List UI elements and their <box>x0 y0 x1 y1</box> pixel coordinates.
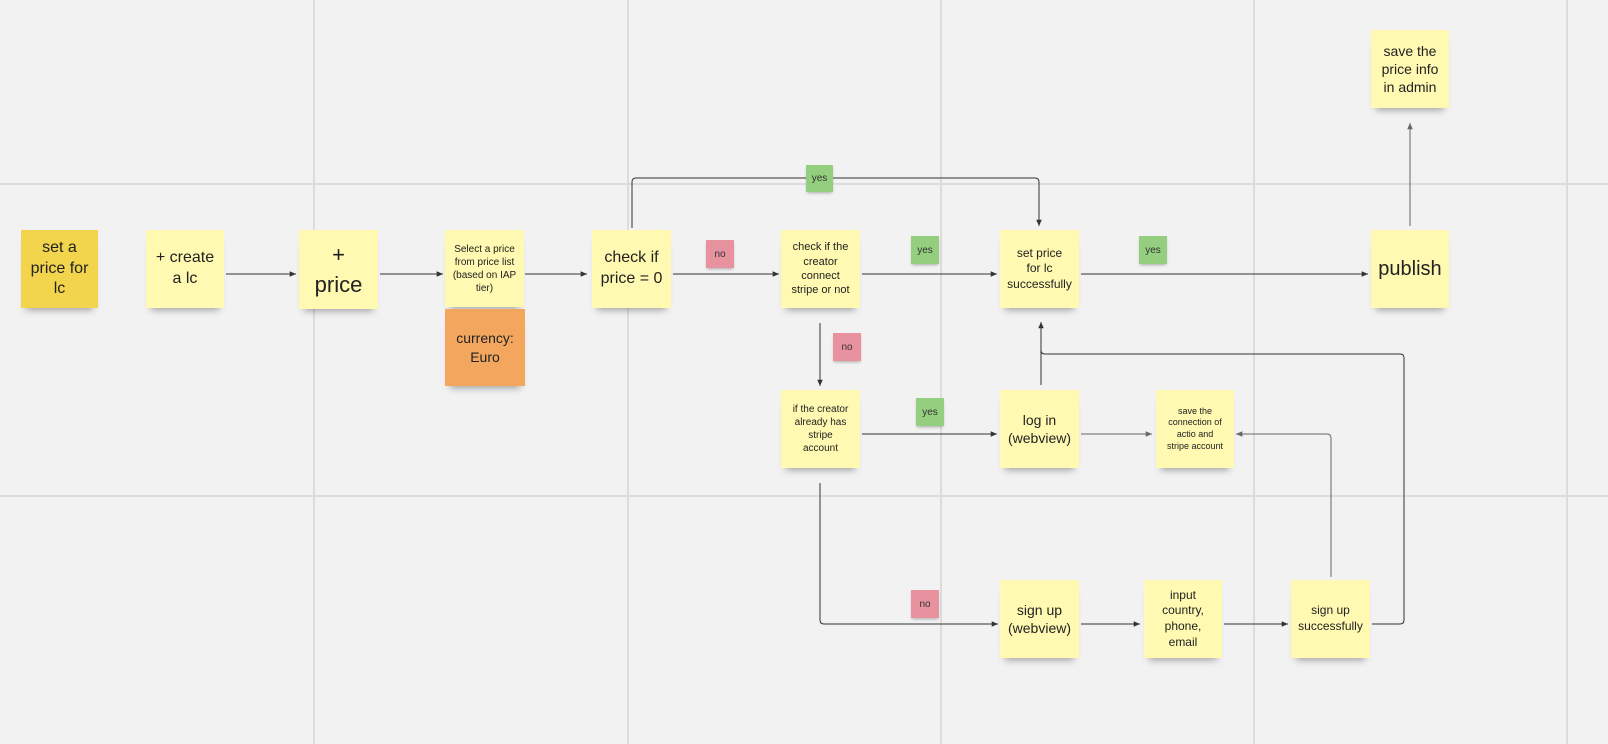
tag-no-has-account[interactable]: no <box>911 590 939 618</box>
tag-yes-has-account[interactable]: yes <box>916 398 944 426</box>
sticky-select-price-from-list[interactable]: Select a price from price list (based on… <box>445 230 524 307</box>
sticky-currency-euro[interactable]: currency: Euro <box>445 309 525 386</box>
sticky-sign-up-successfully[interactable]: sign up successfully <box>1291 580 1370 658</box>
connector-has-account-no-to-signup <box>819 483 998 627</box>
sticky-sign-up-webview[interactable]: sign up (webview) <box>1000 580 1079 658</box>
sticky-set-a-price-for-lc[interactable]: set a price for lc <box>21 230 98 308</box>
tag-no-stripe-connected[interactable]: no <box>833 333 861 361</box>
tag-yes-set-success[interactable]: yes <box>1139 236 1167 264</box>
sticky-create-lc[interactable]: + create a lc <box>146 230 224 308</box>
sticky-input-country-phone-email[interactable]: input country, phone, email <box>1144 580 1222 658</box>
sticky-check-creator-stripe[interactable]: check if the creator connect stripe or n… <box>781 230 860 308</box>
tag-yes-stripe-connected[interactable]: yes <box>911 236 939 264</box>
sticky-save-connection-stripe[interactable]: save the connection of actio and stripe … <box>1156 390 1234 468</box>
tag-no-price-zero[interactable]: no <box>706 240 734 268</box>
connector-signup-success-to-save-conn <box>1236 431 1332 577</box>
sticky-set-price-successfully[interactable]: set price for lc successfully <box>1000 230 1079 308</box>
sticky-creator-has-stripe-account[interactable]: if the creator already has stripe accoun… <box>781 390 860 468</box>
sticky-save-price-info-admin[interactable]: save the price info in admin <box>1371 30 1449 108</box>
connector-signup-success-to-set-success <box>1040 324 1405 625</box>
connector-check-zero-yes-to-set-success <box>631 177 1042 228</box>
tag-yes-price-zero[interactable]: yes <box>806 165 833 192</box>
sticky-publish[interactable]: publish <box>1371 230 1449 308</box>
sticky-log-in-webview[interactable]: log in (webview) <box>1000 390 1079 468</box>
sticky-check-if-price-zero[interactable]: check if price = 0 <box>592 230 671 308</box>
sticky-price[interactable]: + price <box>299 230 378 309</box>
